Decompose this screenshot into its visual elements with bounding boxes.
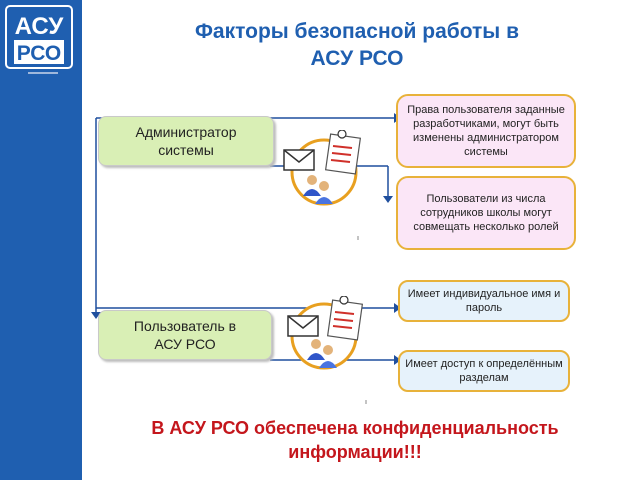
page-title: Факторы безопасной работы в АСУ РСО — [195, 20, 519, 70]
users-icon — [307, 339, 337, 368]
sidebar-band: АСУ РСО — [0, 0, 82, 480]
user-icon-cluster — [287, 296, 364, 370]
logo-bottom-text: РСО — [17, 42, 61, 65]
logo-top-text: АСУ — [15, 13, 65, 40]
role-box-admin: Администратор системы — [98, 116, 274, 166]
document-icon — [324, 130, 362, 175]
envelope-icon — [287, 315, 319, 337]
users-icon — [303, 175, 333, 204]
note-login: Имеет индивидуальное имя и пароль — [398, 280, 570, 322]
envelope-icon — [283, 149, 315, 171]
admin-icon-cluster — [283, 130, 362, 206]
note-rights: Права пользователя заданные разработчика… — [396, 94, 576, 168]
note-combine-roles: Пользователи из числа сотрудников школы … — [396, 176, 576, 250]
note-access: Имеет доступ к определённым разделам — [398, 350, 570, 392]
footer-message: В АСУ РСО обеспечена конфиденциальность … — [151, 418, 559, 462]
asu-rso-logo: АСУ РСО — [5, 5, 73, 69]
logo-underline — [28, 72, 58, 74]
role-box-user: Пользователь в АСУ РСО — [98, 310, 272, 360]
document-icon — [326, 296, 364, 341]
